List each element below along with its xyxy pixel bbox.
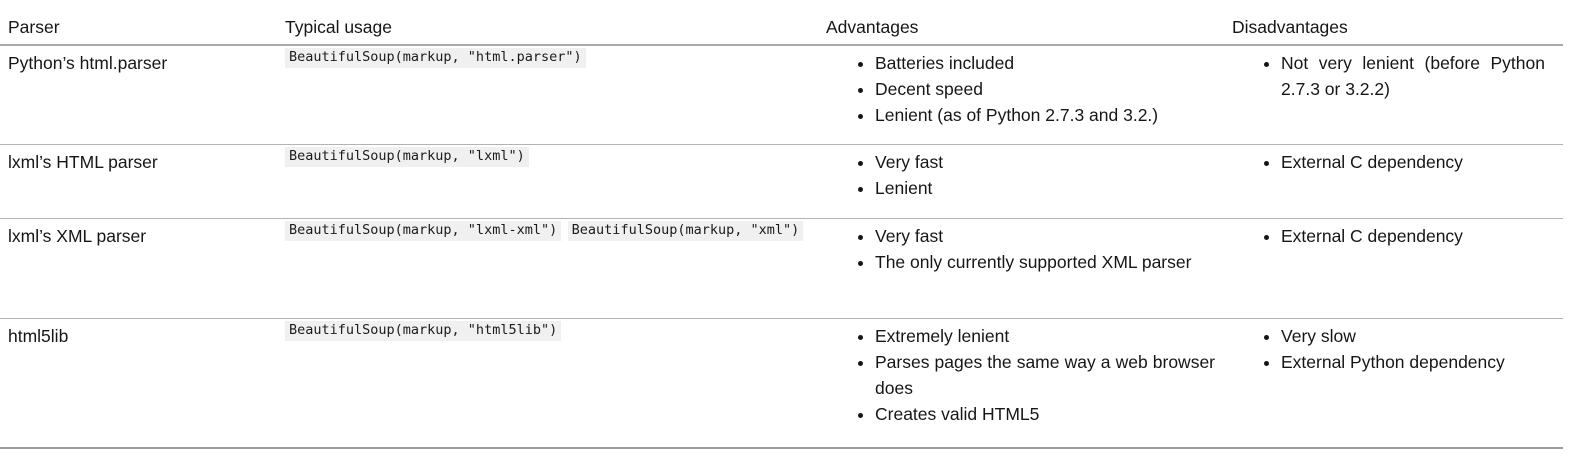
disadvantages-list: External C dependency xyxy=(1232,223,1563,249)
table-row-html-parser: Python’s html.parser BeautifulSoup(marku… xyxy=(0,45,1563,144)
typical-usage-cell: BeautifulSoup(markup, "lxml-xml") Beauti… xyxy=(277,218,818,318)
list-item: Extremely lenient xyxy=(875,323,1215,349)
advantages-list: Extremely lenient Parses pages the same … xyxy=(826,323,1224,427)
disadvantages-list: Very slow External Python dependency xyxy=(1232,323,1563,375)
list-item: Parses pages the same way a web browser … xyxy=(875,349,1215,401)
advantages-list: Batteries included Decent speed Lenient … xyxy=(826,50,1224,128)
column-header-disadvantages: Disadvantages xyxy=(1224,0,1563,46)
code-snippet: BeautifulSoup(markup, "html5lib") xyxy=(285,320,562,341)
list-item: Decent speed xyxy=(875,76,1215,102)
list-item: Batteries included xyxy=(875,50,1215,76)
list-item: Very fast xyxy=(875,223,1215,249)
parser-comparison-table: Parser Typical usage Advantages Disadvan… xyxy=(0,0,1563,449)
list-item: The only currently supported XML parser xyxy=(875,249,1215,275)
advantages-cell: Very fast Lenient xyxy=(818,144,1224,218)
column-header-advantages: Advantages xyxy=(818,0,1224,46)
list-item: Lenient xyxy=(875,175,1215,201)
table-row-html5lib: html5lib BeautifulSoup(markup, "html5lib… xyxy=(0,318,1563,448)
code-snippet: BeautifulSoup(markup, "lxml") xyxy=(285,146,529,167)
code-snippet: BeautifulSoup(markup, "xml") xyxy=(567,220,804,241)
list-item: Very slow xyxy=(1281,323,1545,349)
typical-usage-cell: BeautifulSoup(markup, "lxml") xyxy=(277,144,818,218)
list-item: Lenient (as of Python 2.7.3 and 3.2.) xyxy=(875,102,1215,128)
disadvantages-cell: External C dependency xyxy=(1224,144,1563,218)
parser-name: html5lib xyxy=(8,325,69,346)
list-item: Not very lenient (before Python 2.7.3 or… xyxy=(1281,50,1545,102)
code-snippet: BeautifulSoup(markup, "lxml-xml") xyxy=(285,220,562,241)
disadvantages-list: External C dependency xyxy=(1232,149,1563,175)
typical-usage-cell: BeautifulSoup(markup, "html.parser") xyxy=(277,45,818,144)
column-header-parser: Parser xyxy=(0,0,277,46)
disadvantages-cell: Not very lenient (before Python 2.7.3 or… xyxy=(1224,45,1563,144)
advantages-list: Very fast Lenient xyxy=(826,149,1224,201)
parser-name: Python’s html.parser xyxy=(8,53,168,73)
typical-usage-cell: BeautifulSoup(markup, "html5lib") xyxy=(277,318,818,448)
advantages-list: Very fast The only currently supported X… xyxy=(826,223,1224,275)
table-row-lxml-html: lxml’s HTML parser BeautifulSoup(markup,… xyxy=(0,144,1563,218)
column-header-typical-usage: Typical usage xyxy=(277,0,818,46)
disadvantages-cell: External C dependency xyxy=(1224,218,1563,318)
parser-name: lxml’s HTML parser xyxy=(8,151,158,172)
table-header-row: Parser Typical usage Advantages Disadvan… xyxy=(0,0,1563,46)
code-snippet: BeautifulSoup(markup, "html.parser") xyxy=(285,48,586,68)
list-item: Creates valid HTML5 xyxy=(875,401,1215,427)
list-item: External C dependency xyxy=(1281,223,1545,249)
list-item: External C dependency xyxy=(1281,149,1545,175)
list-item: External Python dependency xyxy=(1281,349,1545,375)
parser-name: lxml’s XML parser xyxy=(8,225,147,246)
disadvantages-cell: Very slow External Python dependency xyxy=(1224,318,1563,448)
advantages-cell: Extremely lenient Parses pages the same … xyxy=(818,318,1224,448)
advantages-cell: Batteries included Decent speed Lenient … xyxy=(818,45,1224,144)
table-row-lxml-xml: lxml’s XML parser BeautifulSoup(markup, … xyxy=(0,218,1563,318)
advantages-cell: Very fast The only currently supported X… xyxy=(818,218,1224,318)
list-item: Very fast xyxy=(875,149,1215,175)
disadvantages-list: Not very lenient (before Python 2.7.3 or… xyxy=(1232,50,1563,102)
